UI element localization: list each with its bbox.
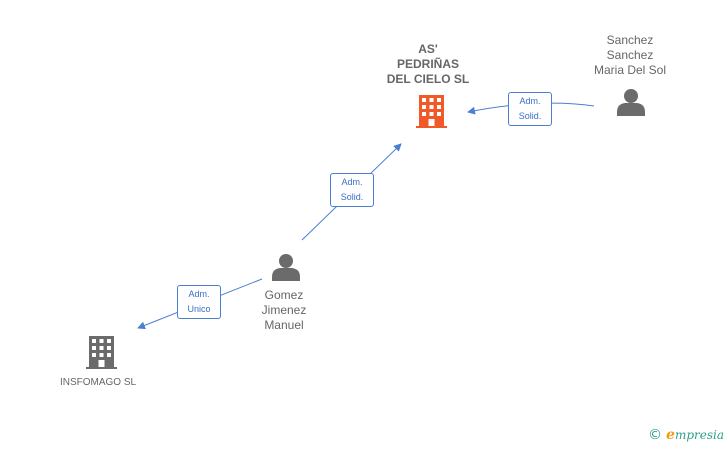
label-line: Jimenez [261, 303, 307, 317]
label-line: Sanchez [606, 48, 654, 62]
label-line: PEDRIÑAS [396, 57, 459, 71]
edge-label-line: Adm. [519, 96, 541, 106]
copyright-icon: © [648, 427, 663, 443]
person-icon[interactable] [272, 254, 300, 281]
brand-initial: e [666, 427, 675, 443]
person-icon[interactable] [617, 89, 645, 116]
edge-label-gomez-to-main[interactable]: Adm. Solid. [330, 173, 374, 207]
company-name-insfomago[interactable]: INSFOMAGO SL [48, 375, 148, 390]
label-line: Sanchez [606, 33, 654, 47]
label-line: Manuel [264, 318, 304, 332]
person-name-gomez[interactable]: Gomez Jimenez Manuel [236, 288, 332, 333]
company-name-as-pedrinas[interactable]: AS' PEDRIÑAS DEL CIELO SL [378, 42, 478, 87]
edge-label-line: Solid. [518, 111, 542, 121]
empresia-watermark: © empresia [648, 426, 724, 444]
building-icon[interactable] [416, 95, 447, 128]
edge-label-line: Adm. [188, 289, 210, 299]
brand-rest: mpresia [674, 428, 724, 442]
edge-label-line: Solid. [340, 192, 364, 202]
empresia-logo: empresia [666, 427, 724, 443]
label-line: Maria Del Sol [593, 63, 667, 77]
person-name-sanchez[interactable]: Sanchez Sanchez Maria Del Sol [580, 33, 680, 78]
edge-label-gomez-to-insfomago[interactable]: Adm. Unico [177, 285, 221, 319]
edge-label-line: Adm. [341, 177, 363, 187]
label-line: AS' [418, 42, 438, 56]
edge-label-sanchez-to-main[interactable]: Adm. Solid. [508, 92, 552, 126]
label-line: DEL CIELO SL [386, 72, 470, 86]
label-line: Gomez [264, 288, 304, 302]
edge-label-line: Unico [187, 304, 211, 314]
label-line: INSFOMAGO SL [59, 377, 137, 388]
building-icon[interactable] [86, 336, 117, 369]
